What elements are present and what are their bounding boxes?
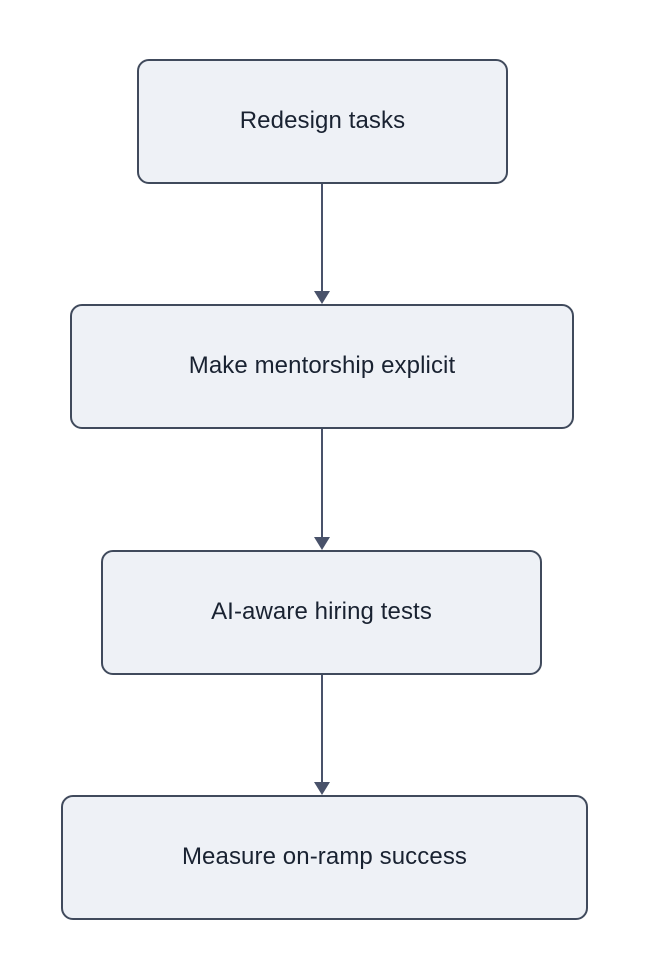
node-label: Measure on-ramp success	[181, 843, 468, 871]
flowchart-node-redesign-tasks[interactable]: Redesign tasks	[137, 59, 508, 184]
arrowhead-icon	[314, 537, 330, 550]
edge-make-mentorship-explicit-to-ai-aware-hiring-tests	[314, 429, 330, 550]
flowchart-node-ai-aware-hiring-tests[interactable]: AI-aware hiring tests	[101, 550, 542, 675]
flowchart-node-make-mentorship-explicit[interactable]: Make mentorship explicit	[70, 304, 574, 429]
edge-ai-aware-hiring-tests-to-measure-on-ramp-success	[314, 675, 330, 795]
node-label: Redesign tasks	[239, 107, 406, 135]
arrowhead-icon	[314, 291, 330, 304]
arrowhead-icon	[314, 782, 330, 795]
node-label: AI-aware hiring tests	[211, 598, 432, 626]
flowchart-node-measure-on-ramp-success[interactable]: Measure on-ramp success	[61, 795, 588, 920]
node-label: Make mentorship explicit	[188, 352, 456, 380]
edge-redesign-tasks-to-make-mentorship-explicit	[314, 184, 330, 304]
